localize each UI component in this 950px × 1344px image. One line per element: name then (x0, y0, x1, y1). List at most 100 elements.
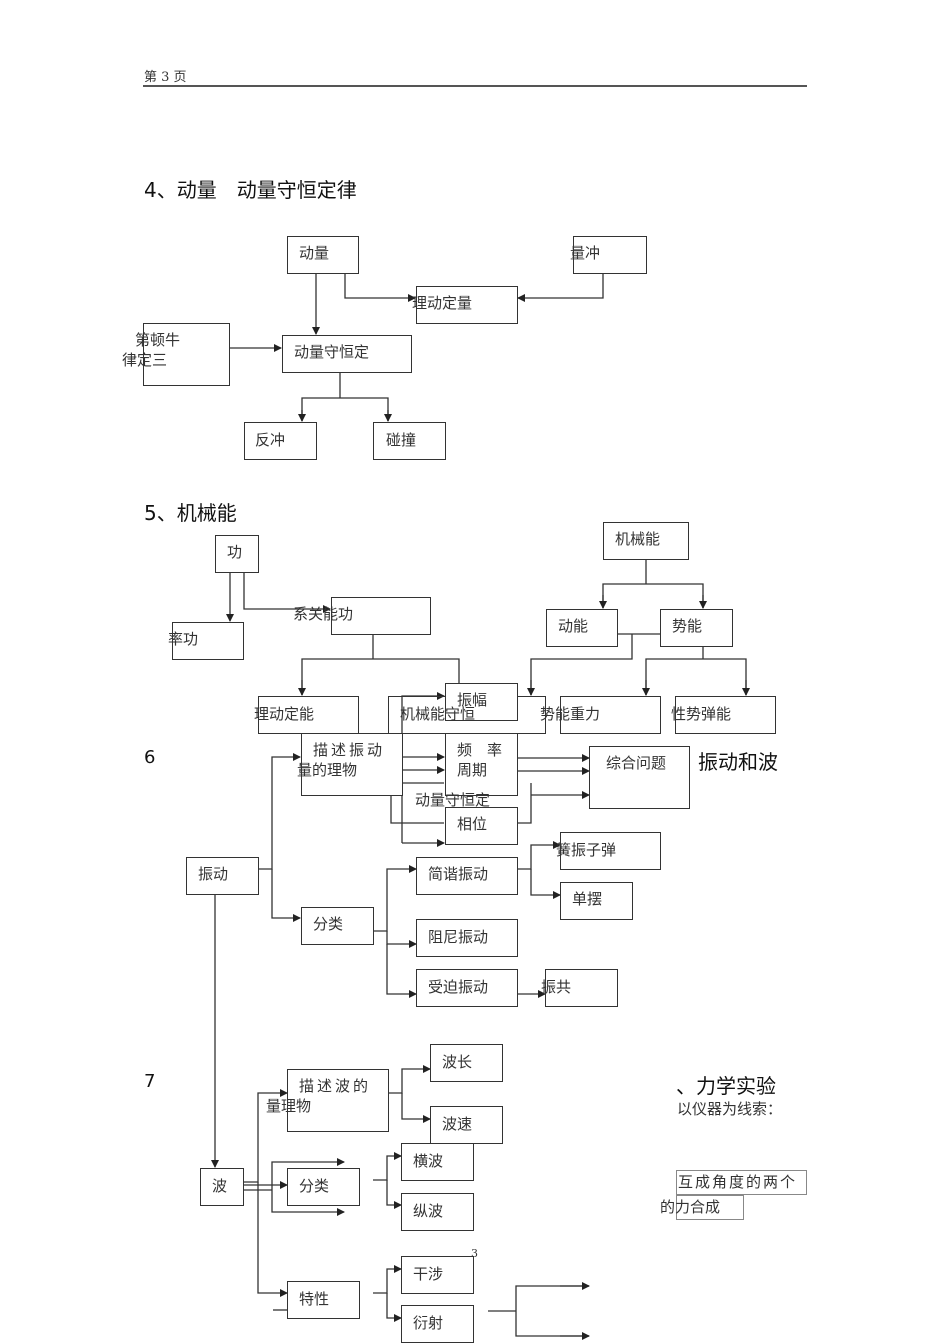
arrow-property-to-diffraction (386, 1293, 402, 1322)
line-right-branch (488, 1285, 589, 1337)
momentum-theorem-label: 理动定量 (412, 294, 473, 312)
experiment-item-box-2 (676, 1195, 744, 1220)
potential-energy-label: 势能 (672, 617, 703, 635)
section-4-title: 4、动量 动量守恒定律 (144, 178, 357, 202)
momentum-conservation-label: 动量守恒定 (294, 343, 370, 361)
wave-classify-box (287, 1168, 360, 1206)
kinetic-energy-label: 动能 (558, 617, 589, 635)
frequency-label: 频 率 (457, 741, 503, 759)
phase-label: 相位 (457, 815, 488, 833)
arrow-impulse-to-theorem (517, 273, 604, 302)
recoil-label: 反冲 (255, 431, 286, 449)
ke-theorem-label: 理动定能 (254, 705, 315, 723)
arrow-classify-extra-bottom (271, 1190, 345, 1216)
arrow-describe-to-wavelength (388, 1065, 431, 1094)
section-7-subtitle: 以仪器为线索： (677, 1100, 783, 1118)
describe-vibration-line2: 量的理物 (297, 761, 358, 779)
property-box (287, 1281, 360, 1319)
interference-label: 干涉 (413, 1265, 444, 1283)
spring-oscillator-label: 簧振子弹 (556, 841, 617, 859)
elastic-pe-label: 性势弹能 (671, 705, 732, 723)
newton-third-law-line1: 第顿牛 (135, 331, 181, 349)
arrow-describe-to-wavespeed (401, 1093, 431, 1123)
pendulum-label: 单摆 (572, 890, 603, 908)
line-kinetic-to-me (530, 633, 660, 695)
momentum-conservation-box (282, 335, 412, 373)
impulse-box (573, 236, 647, 274)
wavelength-label: 波长 (442, 1053, 473, 1071)
describe-wave-line2: 量理物 (266, 1097, 312, 1115)
gravity-pe-box (560, 696, 661, 734)
amplitude-box (445, 683, 518, 721)
recoil-box (244, 422, 317, 460)
arrow-wave-to-property (257, 1182, 288, 1297)
kinetic-energy-box (546, 609, 618, 647)
wavelength-box (430, 1044, 503, 1082)
interference-box (401, 1256, 474, 1294)
property-label: 特性 (299, 1290, 330, 1308)
line-potential-branch (645, 647, 747, 695)
damped-label: 阻尼振动 (428, 928, 489, 946)
work-label: 功 (227, 543, 243, 561)
potential-energy-box (660, 609, 733, 647)
shm-box (416, 857, 518, 895)
arrow-shm-to-pendulum (530, 869, 561, 899)
momentum-box (287, 236, 359, 274)
gravity-pe-label: 势能重力 (540, 705, 601, 723)
arrow-classify-extra-top (271, 1158, 345, 1190)
line-relation-branch (301, 634, 460, 695)
wave-box (200, 1168, 244, 1206)
describe-vibration-box (301, 733, 403, 796)
mechanical-energy-box (603, 522, 689, 560)
spring-oscillator-box (560, 832, 661, 870)
header-divider (143, 85, 807, 87)
section-6-number: 6 (144, 747, 156, 768)
section-7-number: 7 (144, 1071, 156, 1092)
arrow-shm-to-spring (517, 841, 561, 870)
transverse-box (401, 1143, 474, 1181)
forced-box (416, 969, 518, 1007)
describe-wave-line1: 描述波的 (299, 1077, 372, 1095)
arrow-property-to-interference (373, 1265, 402, 1294)
arrow-momentum-to-theorem (344, 273, 416, 302)
work-box (215, 535, 259, 573)
line-describe-loop (390, 783, 532, 824)
line-conservation-branch (301, 372, 389, 421)
arrow-classify-to-transverse (373, 1152, 402, 1181)
power-label: 率功 (168, 630, 199, 648)
resonance-label: 振共 (541, 978, 572, 996)
amplitude-label: 振幅 (457, 691, 488, 709)
frequency-period-box (445, 733, 518, 796)
diffraction-label: 衍射 (413, 1314, 444, 1332)
longitudinal-box (401, 1193, 474, 1231)
vibration-box (186, 857, 259, 895)
newton-third-law-line2: 律定三 (122, 351, 168, 369)
experiment-item-line2: 的力合成 (660, 1198, 721, 1216)
work-energy-relation-label: 系关能功 (293, 605, 354, 623)
vibration-classify-label: 分类 (313, 915, 344, 933)
line-mech-branch (602, 560, 704, 608)
diffraction-box (401, 1305, 474, 1343)
experiment-item-line1: 互成角度的两个 (678, 1173, 798, 1191)
arrow-classify-to-forced (386, 944, 417, 998)
phase-box (445, 807, 518, 845)
pendulum-box (560, 882, 633, 920)
impulse-label: 量冲 (570, 244, 601, 262)
momentum-theorem-box (416, 286, 518, 324)
section-6-title: 振动和波 (698, 750, 778, 774)
arrow-classify-to-damped (386, 931, 417, 948)
shm-label: 简谐振动 (428, 865, 489, 883)
collision-label: 碰撞 (386, 431, 417, 449)
section-5-title: 5、机械能 (144, 501, 237, 525)
experiment-item-box-1 (676, 1170, 807, 1195)
work-energy-relation-box (331, 597, 431, 635)
period-label: 周期 (457, 761, 488, 779)
resonance-box (545, 969, 618, 1007)
me-conservation-label: 机械能守恒 (400, 705, 476, 723)
wavespeed-label: 波速 (442, 1115, 473, 1133)
comprehensive-box (589, 746, 690, 809)
page-header-label: 第 3 页 (144, 70, 187, 85)
wave-label: 波 (212, 1177, 228, 1195)
wave-classify-label: 分类 (299, 1177, 330, 1195)
